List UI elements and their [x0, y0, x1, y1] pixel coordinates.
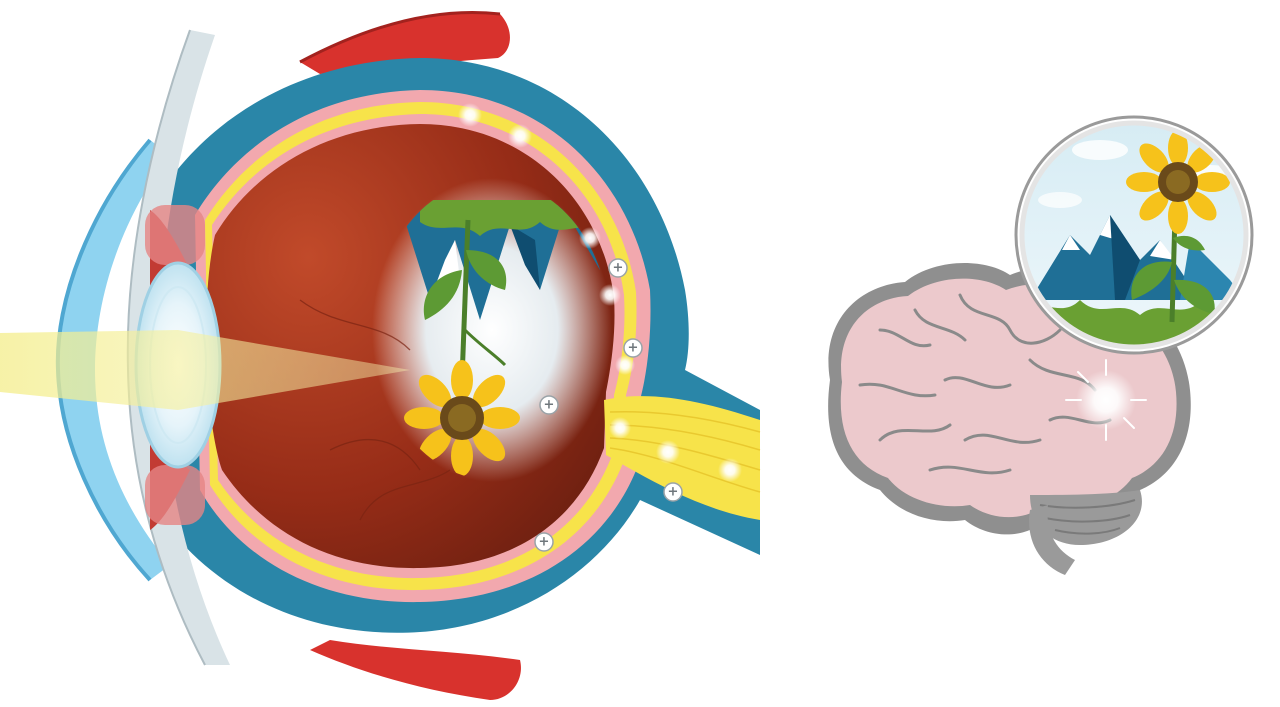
plus-icon: + [628, 341, 639, 356]
sunflower [1126, 130, 1230, 234]
plus-icon: + [539, 535, 550, 550]
brain [828, 117, 1255, 575]
hotspot-optic-nerve[interactable]: + [664, 483, 682, 501]
hotspot-retina-middle[interactable]: + [624, 339, 642, 357]
hotspot-retina-upper[interactable]: + [609, 259, 627, 277]
plus-icon: + [613, 261, 624, 276]
eye-cross-section [0, 12, 760, 700]
plus-icon: + [544, 398, 555, 413]
hotspot-retinal-image[interactable]: + [540, 396, 558, 414]
plus-icon: + [668, 485, 679, 500]
hotspot-sclera-lower[interactable]: + [535, 533, 553, 551]
inferior-rectus-muscle [310, 640, 521, 700]
